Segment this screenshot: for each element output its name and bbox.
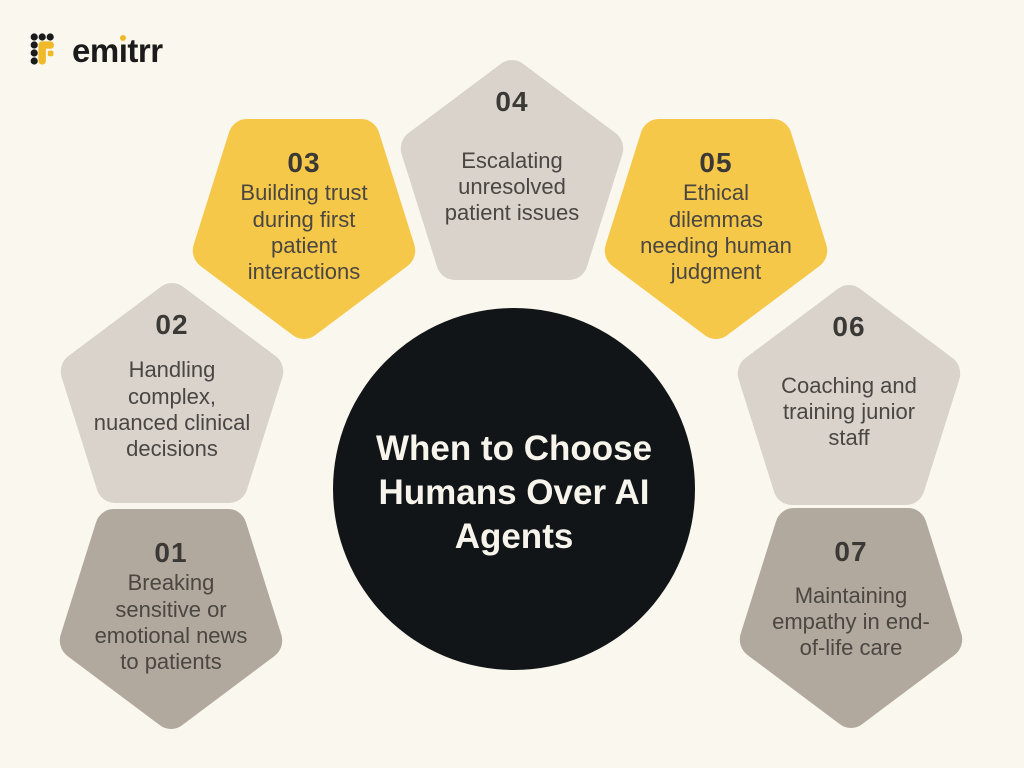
pentagon-shape — [60, 283, 284, 503]
pentagon-content: 07 Maintaining empathy in end- of-life c… — [735, 508, 967, 728]
pentagon-content: 04 Escalating unresolved patient issues — [396, 60, 628, 280]
pentagon-item-07: 07 Maintaining empathy in end- of-life c… — [735, 508, 967, 728]
pentagon-content: 06 Coaching and training junior staff — [733, 285, 965, 505]
item-text: Coaching and training junior staff — [781, 372, 917, 451]
emitrr-logo-icon — [30, 33, 54, 65]
pentagon-shape — [400, 60, 624, 280]
infographic-title: When to Choose Humans Over AI Agents — [375, 429, 653, 556]
pentagon-content: 02 Handling complex, nuanced clinical de… — [56, 283, 288, 503]
item-number: 05 — [699, 147, 733, 178]
pentagon-shape — [192, 119, 416, 339]
pentagon-item-04: 04 Escalating unresolved patient issues — [396, 60, 628, 280]
item-text: Maintaining empathy in end- of-life care — [772, 582, 930, 661]
item-number: 06 — [832, 311, 866, 342]
item-number: 03 — [287, 147, 321, 178]
pentagon-shape — [737, 285, 961, 505]
pentagon-content: 03 Building trust during first patient i… — [188, 119, 420, 339]
pentagon-shape — [604, 119, 828, 339]
item-text: Handling complex, nuanced clinical decis… — [93, 357, 251, 462]
pentagon-item-01: 01 Breaking sensitive or emotional news … — [55, 509, 287, 729]
pentagon-content: 01 Breaking sensitive or emotional news … — [55, 509, 287, 729]
wordmark-i-with-yellow-dot: ı — [118, 31, 128, 69]
pentagon-item-05: 05 Ethical dilemmas needing human judgme… — [600, 119, 832, 339]
item-text: Escalating unresolved patient issues — [444, 147, 580, 226]
item-text: Building trust during first patient inte… — [240, 180, 368, 285]
item-number: 01 — [154, 537, 188, 568]
item-text: Breaking sensitive or emotional news to … — [94, 570, 248, 675]
pentagon-item-06: 06 Coaching and training junior staff — [733, 285, 965, 505]
item-number: 04 — [495, 86, 529, 117]
center-circle: When to Choose Humans Over AI Agents — [333, 308, 695, 670]
item-number: 07 — [834, 536, 868, 567]
pentagon-shape — [59, 509, 283, 729]
pentagon-shape — [739, 508, 963, 728]
pentagon-item-03: 03 Building trust during first patient i… — [188, 119, 420, 339]
item-text: Ethical dilemmas needing human judgment — [640, 180, 792, 285]
item-number: 02 — [155, 309, 189, 340]
wordmark-part: trr — [127, 31, 163, 69]
pentagon-item-02: 02 Handling complex, nuanced clinical de… — [56, 283, 288, 503]
pentagon-content: 05 Ethical dilemmas needing human judgme… — [600, 119, 832, 339]
wordmark-part: em — [72, 31, 119, 69]
